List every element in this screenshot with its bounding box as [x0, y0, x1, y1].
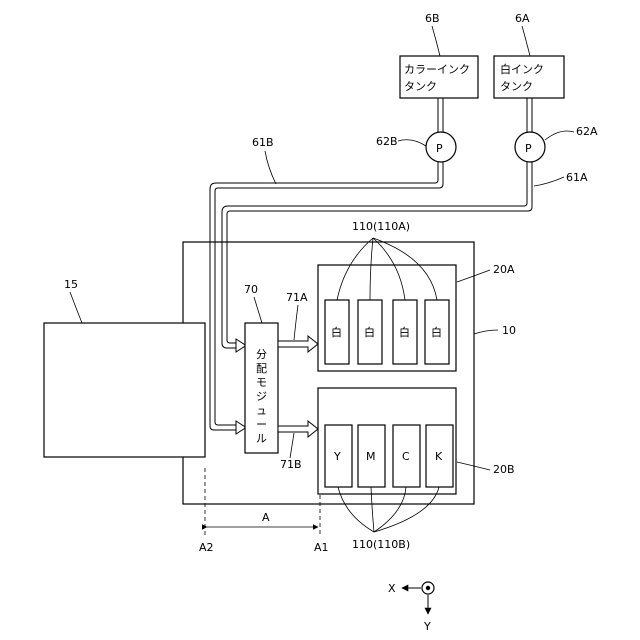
ref-62b: 62B	[376, 135, 398, 148]
white-ink-tank-label-1: 白インク	[500, 62, 544, 76]
color-ink-tank-label-2: タンク	[404, 80, 437, 93]
leader-61b	[265, 151, 276, 184]
pump-62a-symbol: P	[525, 142, 532, 155]
axis-origin-dot	[426, 586, 430, 590]
ref-20a: 20A	[493, 263, 515, 276]
ref-70: 70	[244, 283, 258, 296]
color-head-y-label: Y	[333, 450, 341, 463]
axis-y-label: Y	[423, 620, 431, 633]
dim-a1-label: A1	[314, 541, 329, 554]
tray-15	[44, 323, 205, 457]
ref-110-top: 110(110A)	[352, 220, 410, 233]
leader-62b	[398, 140, 426, 146]
leader-71a	[294, 305, 298, 340]
pipe-tank-to-pump-b	[438, 98, 443, 132]
ref-6a: 6A	[515, 12, 530, 25]
white-head-1-label: 白	[331, 325, 342, 339]
module-char-3: モ	[256, 376, 267, 389]
supply-arrow-71a	[278, 336, 318, 352]
dim-a2-label: A2	[199, 541, 214, 554]
white-ink-tank-label-2: タンク	[500, 80, 533, 93]
white-head-4-label: 白	[431, 325, 442, 339]
module-char-7: ル	[256, 432, 267, 445]
leader-71b	[290, 433, 294, 458]
leader-70	[254, 297, 262, 323]
leader-15	[70, 292, 82, 323]
leader-62a	[545, 131, 574, 140]
module-char-4: ジ	[256, 390, 267, 403]
module-char-6: ー	[256, 418, 267, 431]
ref-61b: 61B	[252, 136, 274, 149]
color-ink-tank-label-1: カラーインク	[404, 63, 470, 76]
ref-20b: 20B	[493, 463, 515, 476]
color-head-c-label: C	[402, 450, 410, 463]
ref-62a: 62A	[576, 125, 598, 138]
module-char-5: ュ	[256, 404, 267, 417]
color-head-k-label: K	[435, 450, 443, 463]
module-char-1: 分	[256, 348, 267, 361]
module-char-2: 配	[256, 362, 267, 375]
pump-62b-symbol: P	[436, 142, 443, 155]
ref-6b: 6B	[425, 12, 440, 25]
supply-arrow-71b	[278, 421, 318, 437]
leader-61a	[534, 177, 564, 186]
leader-6a	[522, 26, 530, 56]
leader-6b	[432, 26, 440, 56]
color-head-m-label: M	[366, 450, 376, 463]
ref-15: 15	[64, 278, 78, 291]
leader-10	[474, 330, 498, 334]
ref-10: 10	[502, 324, 516, 337]
ref-71b: 71B	[280, 458, 302, 471]
ref-61a: 61A	[566, 171, 588, 184]
white-head-3-label: 白	[399, 325, 410, 339]
pipe-tank-to-pump-a	[527, 98, 532, 132]
axis-x-label: X	[388, 582, 396, 595]
ref-71a: 71A	[286, 291, 308, 304]
dim-a-label: A	[262, 511, 270, 524]
white-head-2-label: 白	[364, 325, 375, 339]
ref-110-bottom: 110(110B)	[352, 538, 410, 551]
